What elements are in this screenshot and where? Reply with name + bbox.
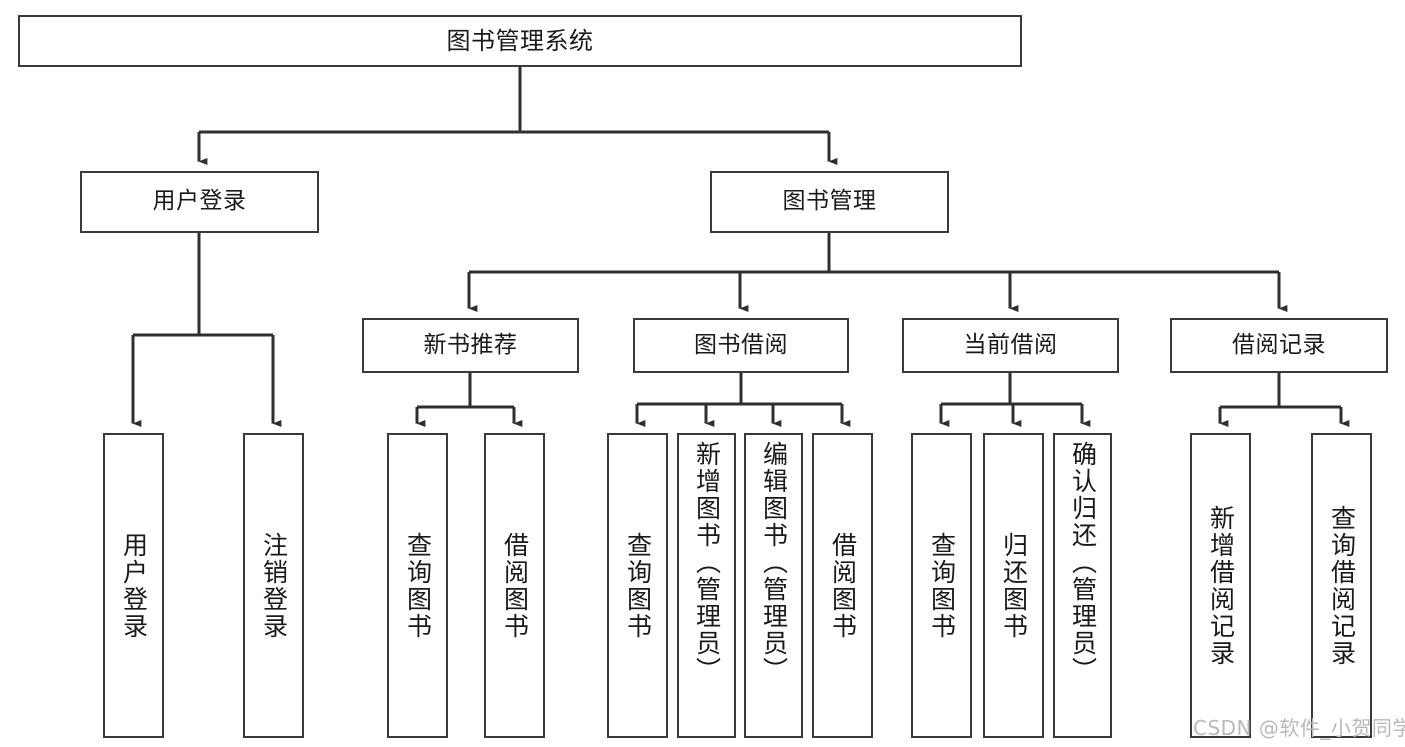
node-label: 借阅记录 bbox=[1232, 331, 1326, 358]
node-label: 确认归还（管理员） bbox=[1068, 441, 1098, 684]
node-current[interactable]: 当前借阅 bbox=[902, 318, 1119, 373]
node-leaf-add-book[interactable]: 新增图书（管理员） bbox=[677, 433, 736, 738]
node-leaf-query-book-3[interactable]: 查询图书 bbox=[911, 433, 972, 738]
node-label: 当前借阅 bbox=[963, 331, 1058, 358]
node-label: 注销登录 bbox=[259, 531, 289, 640]
node-leaf-borrow-book-1[interactable]: 借阅图书 bbox=[484, 433, 545, 738]
node-leaf-logout[interactable]: 注销登录 bbox=[243, 433, 304, 738]
node-label: 新增图书（管理员） bbox=[692, 441, 722, 684]
node-label: 查询借阅记录 bbox=[1327, 504, 1357, 667]
node-label: 用户登录 bbox=[152, 188, 247, 215]
node-root[interactable]: 图书管理系统 bbox=[18, 15, 1022, 67]
node-label: 用户登录 bbox=[119, 531, 149, 640]
node-borrow[interactable]: 图书借阅 bbox=[633, 318, 849, 373]
node-leaf-return-book[interactable]: 归还图书 bbox=[983, 433, 1044, 738]
node-leaf-add-record[interactable]: 新增借阅记录 bbox=[1190, 433, 1251, 738]
node-leaf-confirm-return[interactable]: 确认归还（管理员） bbox=[1053, 433, 1112, 738]
node-newbook[interactable]: 新书推荐 bbox=[362, 318, 579, 373]
node-login[interactable]: 用户登录 bbox=[80, 171, 319, 233]
node-label: 图书管理 bbox=[782, 188, 877, 215]
node-leaf-borrow-book-2[interactable]: 借阅图书 bbox=[812, 433, 873, 738]
node-label: 新书推荐 bbox=[423, 331, 518, 358]
node-label: 借阅图书 bbox=[828, 531, 858, 640]
node-label: 图书管理系统 bbox=[446, 26, 594, 55]
node-leaf-query-record[interactable]: 查询借阅记录 bbox=[1311, 433, 1372, 738]
node-leaf-edit-book[interactable]: 编辑图书（管理员） bbox=[744, 433, 803, 738]
node-label: 查询图书 bbox=[403, 531, 433, 640]
node-bookmgmt[interactable]: 图书管理 bbox=[710, 171, 949, 233]
node-label: 归还图书 bbox=[999, 531, 1029, 640]
node-label: 查询图书 bbox=[623, 531, 653, 640]
watermark-text: CSDN @软件_小贺同学 bbox=[1193, 716, 1405, 740]
node-leaf-query-book-2[interactable]: 查询图书 bbox=[607, 433, 668, 738]
node-label: 借阅图书 bbox=[500, 531, 530, 640]
node-label: 图书借阅 bbox=[694, 331, 788, 358]
node-label: 新增借阅记录 bbox=[1206, 504, 1236, 667]
node-leaf-user-login[interactable]: 用户登录 bbox=[103, 433, 164, 738]
node-records[interactable]: 借阅记录 bbox=[1170, 318, 1388, 373]
node-label: 编辑图书（管理员） bbox=[759, 441, 789, 684]
node-label: 查询图书 bbox=[927, 531, 957, 640]
node-leaf-query-book-1[interactable]: 查询图书 bbox=[387, 433, 448, 738]
